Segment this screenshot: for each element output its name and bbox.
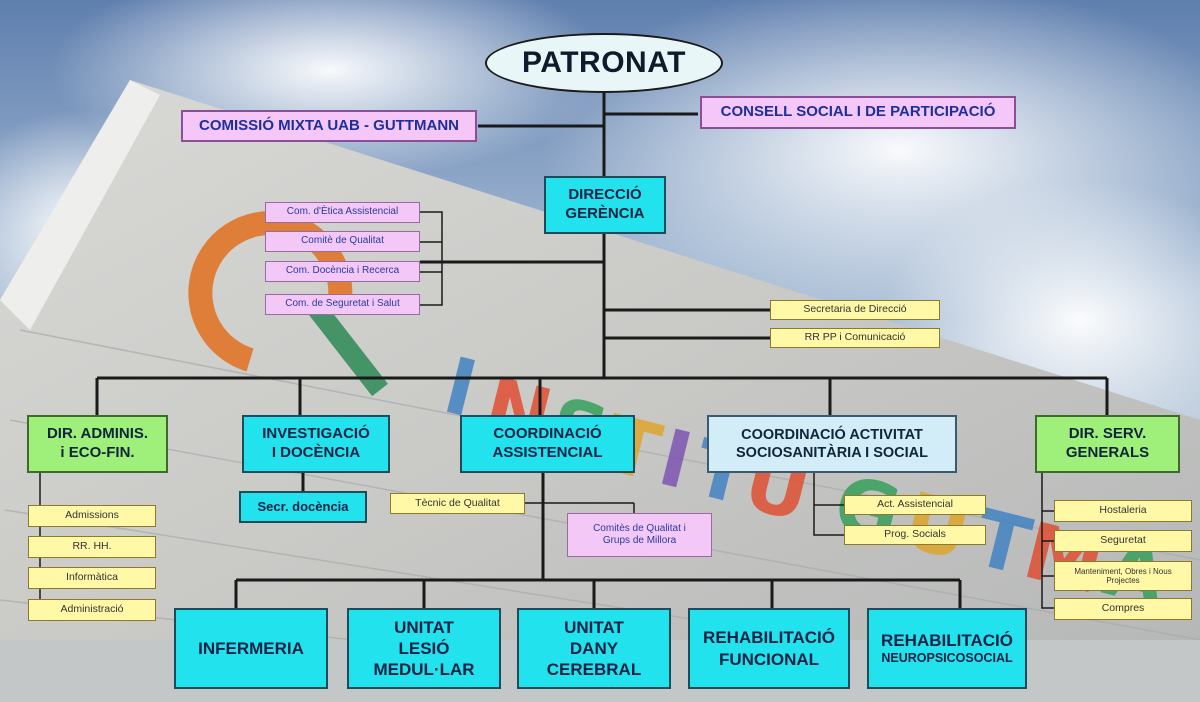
neuro-line-1: REHABILITACIÓ [881, 631, 1013, 651]
direccio-gerencia-node: DIRECCIÓ GERÈNCIA [544, 176, 666, 234]
comites-qualitat-node: Comitès de Qualitat i Grups de Millora [567, 513, 712, 557]
secr-docencia-node: Secr. docència [239, 491, 367, 523]
act-assistencial-node: Act. Assistencial [844, 495, 986, 515]
rrpp-comunicacio-node: RR PP i Comunicació [770, 328, 940, 348]
serveis-line-1: DIR. SERV. [1068, 425, 1147, 443]
coordinacio-line-1: COORDINACIÓ [493, 425, 602, 443]
admin-item-rrhh: RR. HH. [28, 536, 156, 558]
prog-socials-node: Prog. Socials [844, 525, 986, 545]
unit-rehabilitacio-neuropsicosocial: REHABILITACIÓ NEUROPSICOSOCIAL [867, 608, 1027, 689]
unit-rehabilitacio-funcional: REHABILITACIÓ FUNCIONAL [688, 608, 850, 689]
investigacio-docencia-node: INVESTIGACIÓ I DOCÈNCIA [242, 415, 390, 473]
coordinacio-assistencial-node: COORDINACIÓ ASSISTENCIAL [460, 415, 635, 473]
coordinacio-sociosanitaria-node: COORDINACIÓ ACTIVITAT SOCIOSANITÀRIA I S… [707, 415, 957, 473]
dir-serveis-generals-node: DIR. SERV. GENERALS [1035, 415, 1180, 473]
serveis-item-compres: Compres [1054, 598, 1192, 620]
investigacio-line-1: INVESTIGACIÓ [262, 425, 370, 443]
admin-item-administracio: Administració [28, 599, 156, 621]
committee-etica: Com. d'Ètica Assistencial [265, 202, 420, 223]
lesio-line-3: MEDUL·LAR [373, 660, 475, 680]
secretaria-direccio-node: Secretaria de Direcció [770, 300, 940, 320]
funcional-line-2: FUNCIONAL [718, 649, 820, 669]
lesio-line-2: LESIÓ [398, 638, 450, 658]
serveis-item-manteniment: Manteniment, Obres i Nous Projectes [1054, 561, 1192, 591]
admin-item-informatica: Informàtica [28, 567, 156, 589]
direccio-line-2: GERÈNCIA [565, 205, 645, 222]
comites-line-2: Grups de Millora [602, 535, 677, 546]
committee-qualitat: Comitè de Qualitat [265, 231, 420, 252]
socio-line-2: SOCIOSANITÀRIA I SOCIAL [736, 445, 928, 461]
investigacio-line-2: I DOCÈNCIA [271, 444, 361, 461]
serveis-line-2: GENERALS [1065, 444, 1150, 461]
committee-docencia: Com. Docència i Recerca [265, 261, 420, 282]
dany-line-3: CEREBRAL [546, 660, 642, 680]
comites-line-1: Comitès de Qualitat i [593, 522, 686, 534]
dir-administracio-node: DIR. ADMINIS. i ECO-FIN. [27, 415, 168, 473]
direccio-line-1: DIRECCIÓ [568, 186, 642, 204]
patronat-node: PATRONAT [485, 33, 723, 93]
unit-infermeria: INFERMERIA [174, 608, 328, 689]
lesio-line-1: UNITAT [394, 617, 454, 637]
serveis-item-hostaleria: Hostaleria [1054, 500, 1192, 522]
unit-lesio-medullar: UNITAT LESIÓ MEDUL·LAR [347, 608, 501, 689]
coordinacio-line-2: ASSISTENCIAL [492, 444, 603, 461]
socio-line-1: COORDINACIÓ ACTIVITAT [741, 426, 923, 443]
funcional-line-1: REHABILITACIÓ [703, 628, 835, 648]
dany-line-1: UNITAT [564, 617, 624, 637]
admin-line-2: i ECO-FIN. [60, 444, 135, 461]
serveis-item-seguretat: Seguretat [1054, 530, 1192, 552]
unit-dany-cerebral: UNITAT DANY CEREBRAL [517, 608, 671, 689]
committee-seguretat: Com. de Seguretat i Salut [265, 294, 420, 315]
neuro-line-2: NEUROPSICOSOCIAL [881, 651, 1013, 666]
admin-line-1: DIR. ADMINIS. [46, 425, 149, 443]
dany-line-2: DANY [569, 638, 619, 658]
consell-social-node: CONSELL SOCIAL I DE PARTICIPACIÓ [700, 96, 1016, 129]
comissio-mixta-node: COMISSIÓ MIXTA UAB - GUTTMANN [181, 110, 477, 142]
tecnic-qualitat-node: Tècnic de Qualitat [390, 493, 525, 514]
admin-item-admissions: Admissions [28, 505, 156, 527]
